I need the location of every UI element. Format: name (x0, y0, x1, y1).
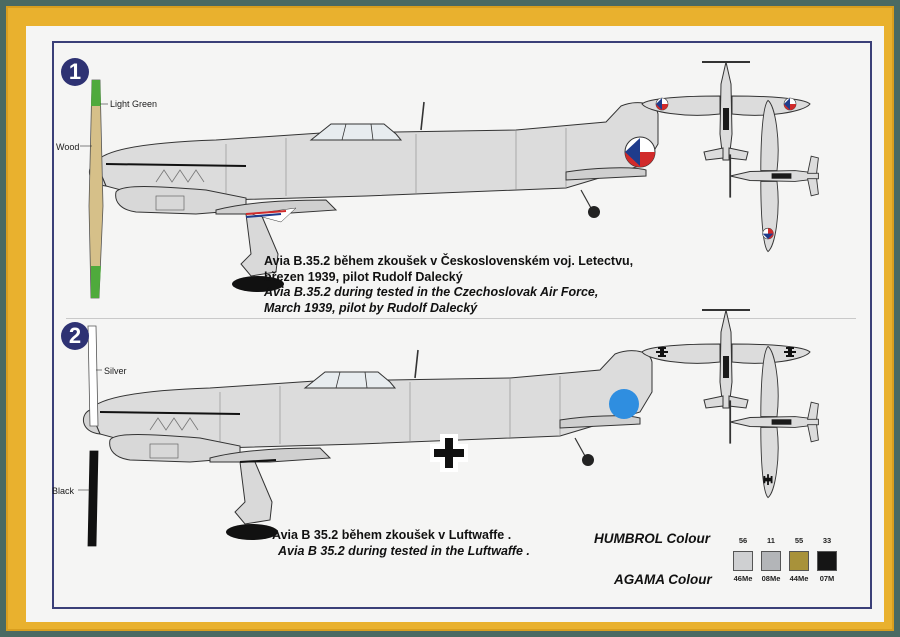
profile-divider (66, 318, 856, 319)
prop-label-silver: Silver (104, 366, 127, 376)
prop-label-black: Black (52, 486, 75, 496)
aircraft-artwork (78, 61, 820, 547)
swatch-color (761, 551, 781, 571)
caption-2-czech-line-1: Avia B 35.2 během zkoušek v Luftwaffe . (272, 528, 512, 542)
swatch-humbrol-code: 33 (822, 536, 832, 545)
sheet-frame (52, 41, 872, 609)
swatch-agama-code: 07M (819, 574, 835, 583)
swatch-humbrol-code: 56 (738, 536, 748, 545)
swatch-color (789, 551, 809, 571)
caption-1-english-line-1: Avia B.35.2 during tested in the Czechos… (264, 285, 599, 299)
profile-2-underside-view (729, 345, 820, 499)
humbrol-colour-label: HUMBROL Colour (594, 531, 710, 546)
caption-1-english-line-2: March 1939, pilot by Rudolf Dalecký (264, 300, 478, 315)
profile-1-caption: Avia B.35.2 během zkoušek v Českoslovens… (264, 254, 633, 316)
prop-label-light-green: Light Green (110, 99, 158, 109)
swatch-color (733, 551, 753, 571)
propeller-2-icon (87, 325, 99, 547)
prop-label-wood: Wood (56, 142, 80, 152)
caption-1-czech-line-1: Avia B.35.2 během zkoušek v Českoslovens… (264, 254, 634, 268)
profile-1-underside-view (729, 99, 820, 253)
paint-swatch-table: 56 46Me 11 08Me 55 44Me 33 07M (730, 530, 844, 590)
profile-2-top-view (641, 309, 811, 409)
swatch-humbrol-code: 55 (794, 536, 804, 545)
caption-2-english-line-1: Avia B 35.2 during tested in the Luftwaf… (278, 543, 530, 558)
swatch-agama-code: 46Me (733, 574, 753, 583)
profile-1-side-view (88, 101, 659, 293)
profile-2-side-view (82, 349, 653, 541)
swatch-agama-code: 44Me (789, 574, 809, 583)
agama-colour-label: AGAMA Colour (614, 572, 712, 587)
profile-1-number-badge: 1 (61, 58, 89, 86)
propeller-1-icon (88, 79, 104, 299)
profile-2-number-badge: 2 (61, 322, 89, 350)
swatch-agama-code: 08Me (761, 574, 781, 583)
swatch-color (817, 551, 837, 571)
box-top-border: 1 2 Light Green Wood Silver Black Avia B… (6, 6, 894, 631)
caption-1-czech-line-2: březen 1939, pilot Rudolf Dalecký (264, 269, 463, 284)
profile-2-caption: Avia B 35.2 během zkoušek v Luftwaffe . … (272, 528, 530, 559)
instruction-sheet: 1 2 Light Green Wood Silver Black Avia B… (26, 26, 884, 622)
profile-1-top-view (641, 61, 811, 161)
swatch-humbrol-code: 11 (767, 536, 775, 545)
